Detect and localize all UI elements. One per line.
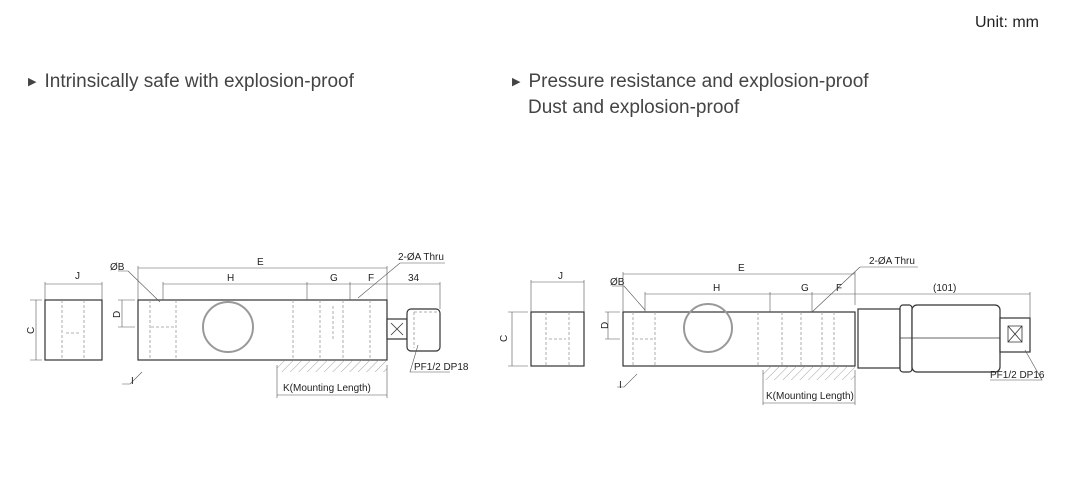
- dim-thru-holes: 2-ØA Thru: [869, 256, 915, 267]
- dim-d: D: [600, 322, 611, 329]
- right-gauge-hole: [683, 303, 733, 353]
- left-end-view: [44, 299, 103, 361]
- unit-label: Unit: mm: [975, 14, 1039, 31]
- dim-b: ØB: [110, 262, 125, 273]
- dim-b: ØB: [610, 277, 625, 288]
- right-gland: [857, 308, 901, 369]
- right-fitting: [911, 304, 1001, 373]
- dim-c: C: [499, 335, 510, 342]
- right-heading-line2: Dust and explosion-proof: [528, 97, 740, 118]
- dim-e: E: [257, 257, 264, 268]
- dim-e: E: [738, 263, 745, 274]
- bullet-icon: ▶: [28, 76, 37, 88]
- right-drawing: J E H G F (101) 2-ØA Thru ØB D C I PF1/2…: [499, 256, 1045, 405]
- dim-h: H: [713, 283, 720, 294]
- port-label: PF1/2 DP18: [414, 362, 469, 373]
- dim-c: C: [26, 327, 37, 334]
- dim-i: I: [619, 380, 622, 391]
- dim-k: K(Mounting Length): [766, 391, 854, 402]
- right-port-stub: [999, 317, 1031, 353]
- dim-connector-length: 34: [408, 273, 420, 284]
- left-connector-cap: [406, 308, 441, 352]
- dim-k: K(Mounting Length): [283, 383, 371, 394]
- right-beam: [622, 311, 856, 367]
- left-gauge-hole: [202, 301, 254, 353]
- dim-d: D: [112, 311, 123, 318]
- dim-f: F: [836, 283, 842, 294]
- right-nut: [899, 304, 913, 373]
- bullet-icon: ▶: [512, 76, 521, 88]
- dim-connector-length: (101): [933, 283, 956, 294]
- right-end-view: [530, 311, 585, 367]
- dim-f: F: [368, 273, 374, 284]
- left-heading-text: Intrinsically safe with explosion-proof: [44, 71, 354, 92]
- dim-thru-holes: 2-ØA Thru: [398, 252, 444, 263]
- right-heading-text: Pressure resistance and explosion-proof: [528, 71, 869, 92]
- dim-g: G: [330, 273, 338, 284]
- dim-h: H: [227, 273, 234, 284]
- right-mount-hatch: [763, 366, 855, 380]
- dim-j: J: [558, 271, 563, 282]
- left-mount-hatch: [277, 360, 387, 372]
- left-drawing: J E H G F 34 2-ØA Thru ØB D C I PF1/2 DP…: [26, 252, 469, 398]
- left-beam: [137, 299, 388, 361]
- dim-j: J: [75, 271, 80, 282]
- dim-i: I: [131, 376, 134, 387]
- port-label: PF1/2 DP16: [990, 370, 1045, 381]
- right-heading: ▶ Pressure resistance and explosion-proof: [512, 68, 869, 96]
- dim-g: G: [801, 283, 809, 294]
- left-heading: ▶ Intrinsically safe with explosion-proof: [28, 68, 354, 96]
